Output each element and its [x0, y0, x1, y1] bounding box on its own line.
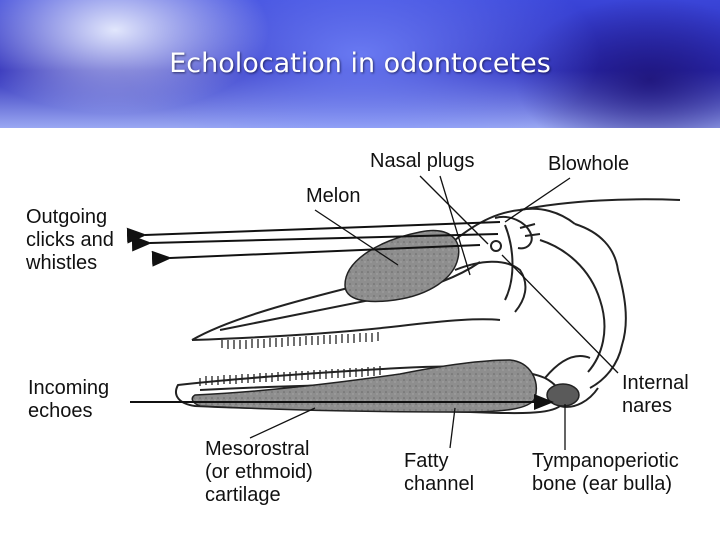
leader-lines [249, 175, 619, 450]
lower-teeth [199, 366, 381, 386]
label-nasal-plugs: Nasal plugs [370, 150, 475, 172]
label-blowhole: Blowhole [548, 153, 630, 175]
label-incoming-echoes: Incoming echoes [28, 377, 110, 422]
label-fatty-channel: Fatty channel [404, 450, 475, 495]
label-melon: Melon [306, 185, 361, 207]
upper-teeth [221, 332, 379, 349]
label-outgoing-clicks: Outgoing clicks and whistles [26, 206, 114, 274]
title-banner: Echolocation in odontocetes [0, 0, 720, 128]
fatty-channel-shape [191, 359, 537, 413]
slide-title: Echolocation in odontocetes [169, 48, 551, 79]
label-tympanoperiotic-bone: Tympanoperiotic bone (ear bulla) [532, 450, 679, 495]
outgoing-arrows [126, 221, 501, 267]
melon-shape [344, 229, 460, 303]
label-internal-nares: Internal nares [622, 372, 689, 417]
dolphin-head-diagram [126, 175, 681, 450]
label-mesorostral-cartilage: Mesorostral (or ethmoid) cartilage [205, 438, 313, 506]
